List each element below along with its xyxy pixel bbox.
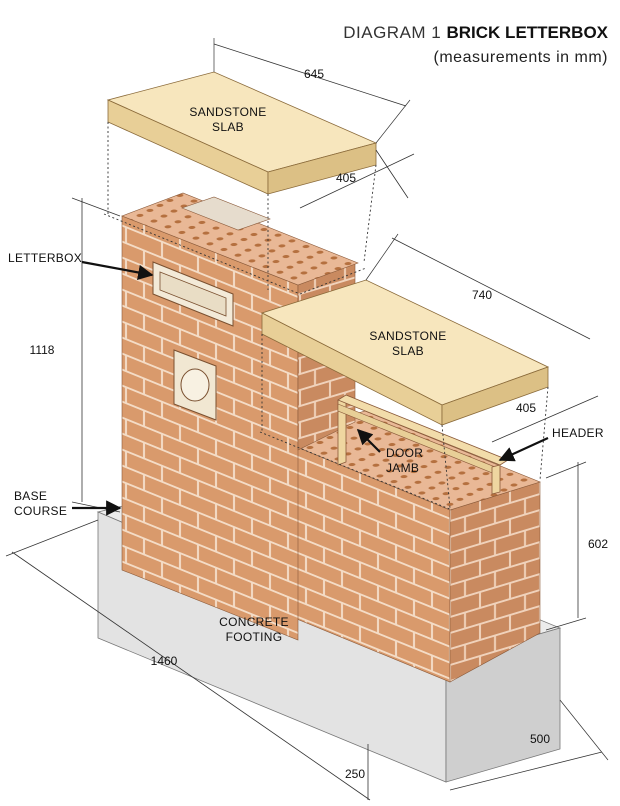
vent-grille bbox=[173, 349, 217, 421]
dim-pillar-height: 1118 bbox=[30, 343, 55, 357]
dim-wall-height: 602 bbox=[588, 537, 608, 551]
door-jamb-label-line2: JAMB bbox=[386, 461, 419, 475]
base-course-label-line2: COURSE bbox=[14, 504, 67, 518]
slab-top-label-line2: SLAB bbox=[212, 120, 244, 134]
dim-slab-top-width: 405 bbox=[336, 171, 356, 185]
door-frame bbox=[337, 394, 509, 495]
dim-slab-right-length: 740 bbox=[472, 288, 492, 302]
letterbox-label: LETTERBOX bbox=[8, 251, 82, 265]
dimension-lines bbox=[5, 38, 609, 801]
dim-footing-height: 250 bbox=[345, 767, 365, 781]
slab-right-label-line2: SLAB bbox=[392, 344, 424, 358]
callout-arrows bbox=[72, 260, 549, 516]
base-course-label-line1: BASE bbox=[14, 489, 47, 503]
diagram-title: DIAGRAM 1 BRICK LETTERBOX bbox=[343, 23, 608, 42]
dim-slab-top-length: 645 bbox=[304, 67, 324, 81]
sandstone-slab-top bbox=[106, 71, 378, 195]
letterbox-slot bbox=[152, 261, 234, 327]
dim-footing-width: 500 bbox=[530, 732, 550, 746]
slab-top-label-line1: SANDSTONE bbox=[189, 105, 266, 119]
footing-label-line1: CONCRETE bbox=[219, 615, 289, 629]
door-jamb-label-line1: DOOR bbox=[386, 446, 423, 460]
header-label: HEADER bbox=[552, 426, 604, 440]
dim-slab-right-width: 405 bbox=[516, 401, 536, 415]
footing-label-line2: FOOTING bbox=[226, 630, 283, 644]
slab-right-label-line1: SANDSTONE bbox=[369, 329, 446, 343]
dim-footing-length: 1460 bbox=[151, 654, 178, 668]
projection-lines bbox=[103, 122, 549, 511]
diagram-subtitle: (measurements in mm) bbox=[434, 49, 608, 66]
sandstone-slab-right bbox=[260, 279, 550, 426]
